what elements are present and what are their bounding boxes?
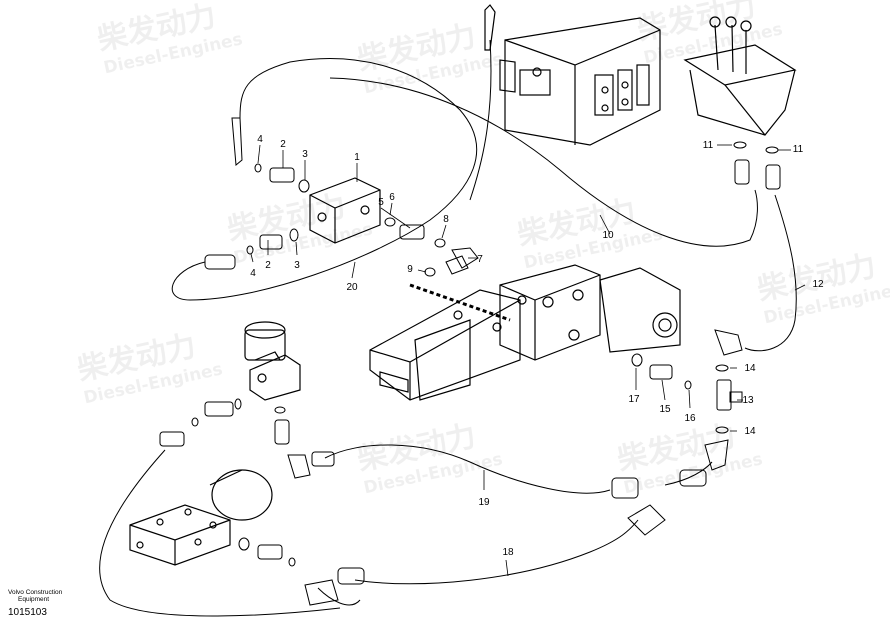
hose-18 [354,519,639,585]
brand-block: Volvo Construction Equipment [8,589,62,603]
accumulator-block [129,469,273,566]
hose-10-upper [469,39,492,201]
callout-4: 4 [257,134,263,145]
dash-link [409,283,511,322]
hose-20 [171,58,478,301]
hose-12 [744,194,797,352]
callout-3: 3 [302,149,308,160]
callout-19: 19 [478,497,490,508]
callout-18: 18 [502,547,514,558]
hose-lower-left-2 [317,587,361,606]
drawing-number: 1015103 [8,607,47,618]
callout-2: 2 [265,260,271,271]
hose-10 [329,77,758,247]
callout-13: 13 [742,395,754,406]
callout-17: 17 [628,394,640,405]
callout-11: 11 [703,140,714,151]
callout-5: 5 [378,197,384,208]
callout-16: 16 [684,413,696,424]
callout-20: 20 [346,282,358,293]
main-valve-assembly [369,264,681,401]
joystick-control-box [683,16,797,136]
valve-block-1 [309,177,381,244]
callout-9: 9 [407,264,413,275]
callout-6: 6 [389,192,395,203]
brand-line-2: Equipment [18,596,50,603]
hose-lower-left [99,449,341,617]
callout-12: 12 [812,279,824,290]
callout-14: 14 [744,363,756,374]
control-valve-block [484,4,661,146]
callout-11: 11 [793,144,804,155]
callout-4: 4 [250,268,256,279]
brand-line-1: Volvo Construction [8,589,63,596]
callout-2: 2 [280,139,286,150]
fittings-lower-left [159,398,335,479]
fittings-right [611,329,743,499]
solenoid-valve-left [244,321,301,401]
callout-7: 7 [477,254,483,265]
fittings-bottom [238,504,666,606]
hose-19 [324,444,611,494]
callout-15: 15 [659,404,671,415]
callout-10: 10 [602,230,614,241]
callout-14: 14 [744,426,756,437]
joystick-fittings [733,141,781,190]
leader-lines [250,144,806,577]
callout-8: 8 [443,214,449,225]
callout-3: 3 [294,260,300,271]
callout-1: 1 [354,152,360,163]
